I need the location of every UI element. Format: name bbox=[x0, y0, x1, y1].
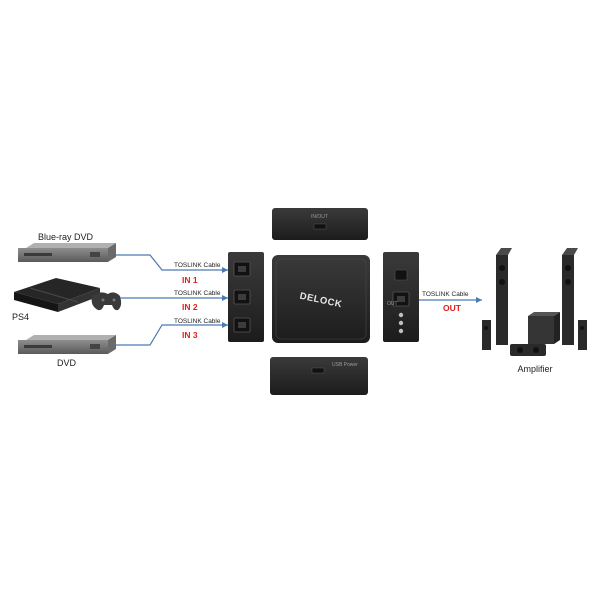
port-in2-label: IN 2 bbox=[182, 302, 198, 312]
switch-bottom-side bbox=[270, 357, 368, 395]
port-in3-label: IN 3 bbox=[182, 330, 198, 340]
switch-left-panel bbox=[228, 252, 264, 342]
bluray-player bbox=[18, 243, 116, 262]
cable-in1-arrow bbox=[116, 254, 228, 273]
home-theater-speakers bbox=[482, 248, 587, 356]
dvd-label: DVD bbox=[57, 358, 77, 368]
cable-out-label: TOSLINK Cable bbox=[422, 291, 469, 298]
switch-right-label: OUT bbox=[387, 301, 398, 307]
switch-right-panel bbox=[383, 252, 419, 342]
ps4-console bbox=[14, 278, 100, 312]
switch-top-label: IN/OUT bbox=[311, 214, 328, 220]
switch-top-side bbox=[272, 208, 368, 240]
ps4-label: PS4 bbox=[12, 312, 29, 322]
cable-in3-arrow bbox=[116, 322, 228, 346]
port-out-label: OUT bbox=[443, 303, 462, 313]
cable-in1-label: TOSLINK Cable bbox=[174, 262, 221, 269]
cable-in2-label: TOSLINK Cable bbox=[174, 290, 221, 297]
gamepad-icon bbox=[91, 292, 122, 311]
dvd-player bbox=[18, 335, 116, 354]
cable-in3-label: TOSLINK Cable bbox=[174, 318, 221, 325]
bluray-label: Blue-ray DVD bbox=[38, 232, 94, 242]
switch-bottom-label: USB Power bbox=[332, 362, 358, 368]
amplifier-label: Amplifier bbox=[517, 364, 552, 374]
port-in1-label: IN 1 bbox=[182, 275, 198, 285]
switch-main-body bbox=[272, 255, 370, 343]
